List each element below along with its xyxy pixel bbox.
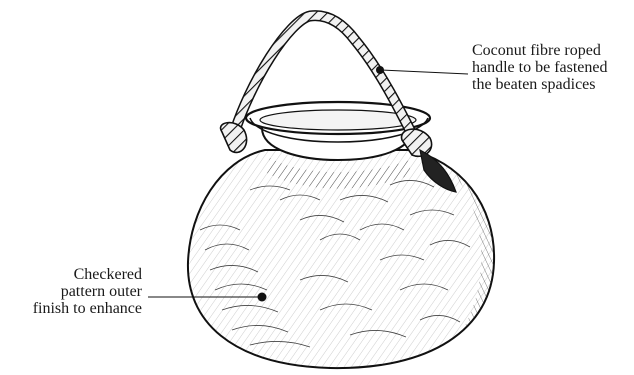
callout-pattern-line: finish to enhance bbox=[0, 300, 142, 317]
callout-handle-leader bbox=[376, 66, 468, 74]
callout-pattern-line: Checkered bbox=[0, 266, 142, 283]
callout-handle-text: Coconut fibre roped handle to be fastene… bbox=[472, 42, 608, 93]
pot-body bbox=[180, 140, 510, 370]
callout-pattern-dot bbox=[258, 293, 267, 302]
callout-handle-line: handle to be fastened bbox=[472, 59, 608, 76]
callout-handle-line: Coconut fibre roped bbox=[472, 42, 608, 59]
callout-handle-dot bbox=[376, 66, 384, 74]
callout-pattern-text: Checkered pattern outer finish to enhanc… bbox=[0, 266, 142, 317]
callout-handle-line: the beaten spadices bbox=[472, 76, 608, 93]
callout-pattern-line: pattern outer bbox=[0, 283, 142, 300]
